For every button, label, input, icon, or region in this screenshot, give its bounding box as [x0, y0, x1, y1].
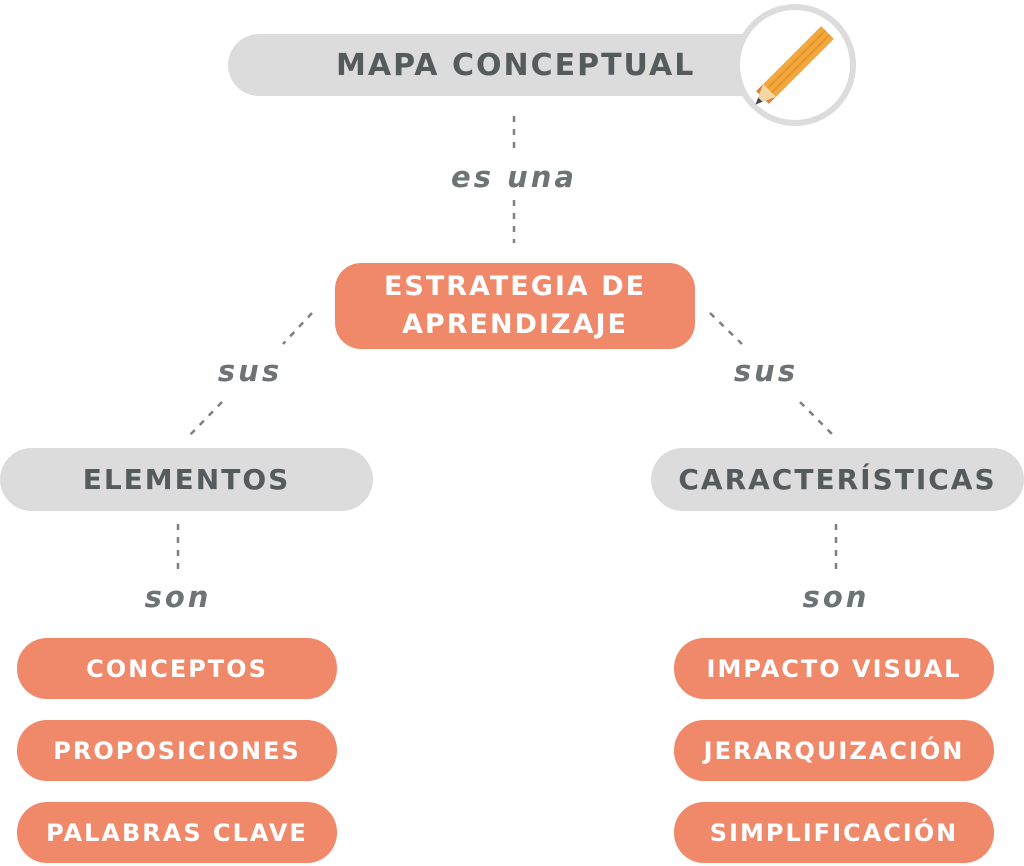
leaf-proposiciones: PROPOSICIONES — [17, 720, 337, 781]
category-elementos: ELEMENTOS — [0, 448, 373, 511]
strategy-node: ESTRATEGIA DE APRENDIZAJE — [335, 263, 695, 349]
pencil-icon — [755, 26, 834, 105]
relation-label-left-son: son — [133, 580, 223, 614]
leaf-jerarquizacion: JERARQUIZACIÓN — [674, 720, 994, 781]
relation-label-right-sus: sus — [724, 354, 808, 388]
relation-label-es-una: es una — [440, 160, 588, 194]
connector-strategy-to-left-label — [282, 312, 313, 345]
category-caracteristicas: CARACTERÍSTICAS — [651, 448, 1024, 511]
relation-label-right-son: son — [791, 580, 881, 614]
leaf-impacto-visual: IMPACTO VISUAL — [674, 638, 994, 699]
root-label: MAPA CONCEPTUAL — [336, 47, 696, 83]
strategy-line-2: APRENDIZAJE — [402, 309, 628, 340]
connector-left-label-to-category — [188, 401, 223, 437]
connector-right-label-to-category — [799, 401, 835, 437]
root-node: MAPA CONCEPTUAL — [228, 34, 783, 96]
leaf-palabras-clave: PALABRAS CLAVE — [17, 802, 337, 863]
connector-strategy-to-right-label — [709, 312, 743, 345]
strategy-line-1: ESTRATEGIA DE — [383, 271, 647, 302]
leaf-conceptos: CONCEPTOS — [17, 638, 337, 699]
category-caracteristicas-label: CARACTERÍSTICAS — [678, 463, 997, 496]
category-elementos-label: ELEMENTOS — [82, 463, 291, 496]
relation-label-left-sus: sus — [208, 354, 292, 388]
pencil-badge — [734, 4, 856, 126]
leaf-simplificacion: SIMPLIFICACIÓN — [674, 802, 994, 863]
